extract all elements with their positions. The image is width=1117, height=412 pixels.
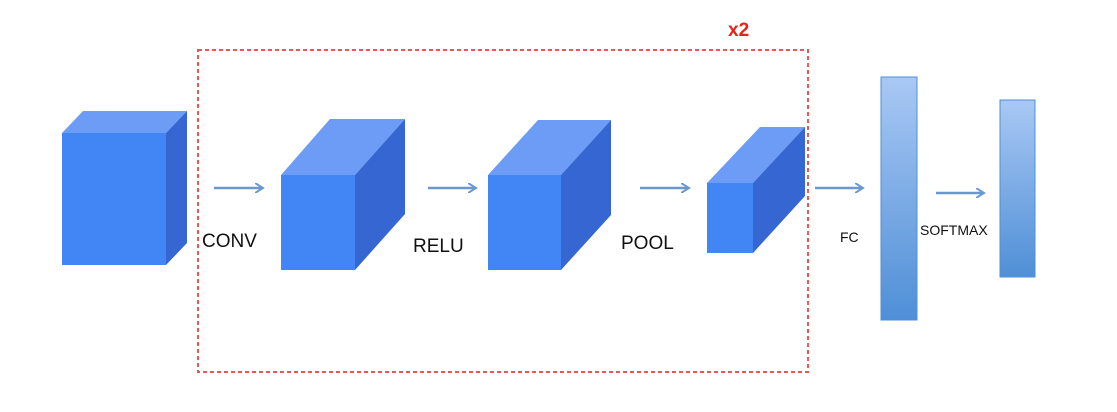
softmax-output-bar (999, 99, 1036, 278)
relu-output-cube (488, 120, 611, 270)
relu-label: RELU (413, 236, 464, 257)
softmax-label: SOFTMAX (920, 222, 988, 238)
fc-layer-bar (880, 76, 918, 321)
conv-label: CONV (202, 231, 257, 252)
fc-label: FC (840, 229, 859, 245)
repeat-group-box (197, 49, 809, 373)
pool-output-cube (707, 127, 805, 253)
input-volume-cube (62, 111, 187, 265)
pool-label: POOL (621, 233, 674, 254)
conv-output-cube (281, 119, 405, 270)
repeat-count-label: x2 (728, 20, 750, 41)
